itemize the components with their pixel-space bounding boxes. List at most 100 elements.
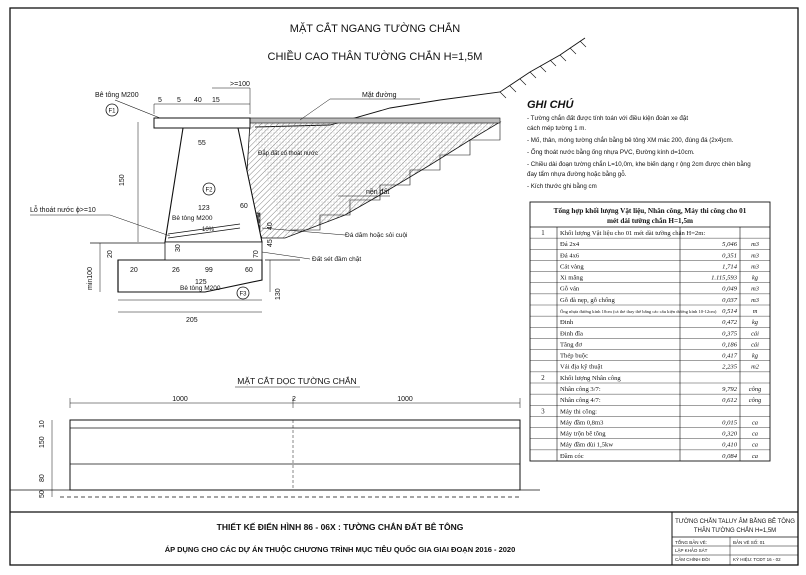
table-cell-unit: ca xyxy=(752,442,758,449)
drain-pipe xyxy=(167,227,241,239)
note-line-2: - Mố, thân, móng tường chắn bằng bê tông… xyxy=(527,137,734,144)
label-dap-dat: Đắp đất cố thoát nước xyxy=(258,150,318,157)
table-cell-name: Cát vàng xyxy=(560,263,584,270)
table-cell-value: 0,037 xyxy=(722,297,738,304)
long-dim-right: 1000 xyxy=(397,396,413,403)
table-cell-name: Máy trộn bê tông xyxy=(560,431,606,438)
long-section-title: MẶT CẮT DỌC TƯỜNG CHẮN xyxy=(237,376,356,386)
dim-20: 20 xyxy=(130,267,138,274)
table-cell-value: 0,351 xyxy=(722,252,737,259)
table-cell-value: 0,417 xyxy=(722,353,738,360)
note-line-4: - Chiều dài đoạn tường chắn L=10,0m, khe… xyxy=(527,161,751,168)
table-cell-unit: cái xyxy=(751,330,759,337)
dim-123: 123 xyxy=(198,205,210,212)
callout-f3 xyxy=(236,286,250,300)
long-dim-10: 10 xyxy=(39,420,46,428)
box-title-2: THÂN TƯỜNG CHẮN H=1,5M xyxy=(694,526,776,534)
table-cell-unit: m3 xyxy=(751,241,759,248)
dim-55: 55 xyxy=(198,140,206,147)
table-cell-name: Đinh xyxy=(560,319,574,326)
table-cell-name: Máy đầm dùi 1,5kw xyxy=(560,442,613,449)
label-be-tong-top: Bê tông M200 xyxy=(95,92,139,99)
svg-text:F2: F2 xyxy=(205,188,213,194)
table-cell-value: 1.115,593 xyxy=(711,275,738,282)
notes-block: GHI CHÚ - Tường chắn đất được tính toán … xyxy=(527,98,751,190)
dimension-lines xyxy=(99,87,271,313)
label-lo-thoat-nuoc: Lỗ thoát nước ϕ>=10 xyxy=(30,205,96,214)
dim-40: 40 xyxy=(194,97,202,104)
table-title-2: mét dài tường chắn H=1,5m xyxy=(607,217,693,225)
dim-130: 130 xyxy=(275,288,282,300)
note-line-6: - Kích thước ghi bằng cm xyxy=(527,183,597,190)
table-cell-name: Nhân công 3/7: xyxy=(560,386,601,393)
table-cell-unit: m3 xyxy=(751,263,759,270)
box-row-4: KÝ HIỆU: TCĐT 16 - 02 xyxy=(733,555,781,562)
dim-205: 205 xyxy=(186,317,198,324)
label-dat-set: Đất sét đầm chặt xyxy=(312,254,361,263)
table-cell-unit: công xyxy=(749,386,762,393)
table-cell-name: Gỗ ván xyxy=(560,286,580,293)
table-cell-unit: cái xyxy=(751,341,759,348)
table-cell-unit: m2 xyxy=(751,364,760,371)
note-line-3: - Ống thoát nước bằng ống nhựa PVC, Đườn… xyxy=(527,149,695,156)
callout-f2 xyxy=(202,182,216,196)
title-block: THIẾT KẾ ĐIỂN HÌNH 86 - 06X : TƯỜNG CHẮN… xyxy=(10,511,798,565)
table-cell-value: 9,792 xyxy=(722,386,738,393)
dim-60: 60 xyxy=(240,203,248,210)
dim-150: 150 xyxy=(119,174,126,186)
table-cell-value: 0,320 xyxy=(722,431,738,438)
cross-section-title: MẶT CẮT NGANG TƯỜNG CHẮN xyxy=(290,22,460,35)
label-da-dam: Đá dăm hoặc sỏi cuội xyxy=(345,231,408,239)
table-cell-name: Đá 2x4 xyxy=(560,241,580,248)
table-cell-name: Khối lượng Nhân công xyxy=(560,375,621,382)
dim-26: 26 xyxy=(172,267,180,274)
road-surface xyxy=(249,117,501,124)
table-cell-unit: ca xyxy=(752,431,758,438)
dim-20b: 20 xyxy=(107,250,114,258)
box-row-1: LẬP KHẢO SÁT xyxy=(675,547,708,553)
label-slope-ratio: 10% xyxy=(202,227,215,233)
dim-min100: min100 xyxy=(87,267,94,290)
box-title-1: TƯỜNG CHẮN TALUY ÂM BẰNG BÊ TÔNG xyxy=(675,517,795,525)
svg-text:F1: F1 xyxy=(108,109,116,115)
long-dim-50: 50 xyxy=(39,490,46,498)
dim-70: 70 xyxy=(253,250,260,258)
table-cell-no: 1 xyxy=(541,230,544,237)
box-row-3: BẢN VẼ SỐ: 01 xyxy=(733,539,765,545)
table-cell-name: Đinh đĩa xyxy=(560,330,583,337)
table-cell-unit: ca xyxy=(752,453,758,460)
dim-125: 125 xyxy=(195,279,207,286)
table-cell-name: Đầm cóc xyxy=(560,453,584,460)
table-cell-name: Thép buộc xyxy=(560,353,588,360)
table-cell-unit: m3 xyxy=(751,252,759,259)
table-cell-unit: m xyxy=(753,308,758,315)
table-cell-unit: công xyxy=(749,397,762,404)
table-cell-value: 5,046 xyxy=(722,241,738,248)
table-cell-unit: kg xyxy=(752,353,759,360)
table-cell-value: 2,235 xyxy=(722,364,738,371)
table-cell-name: Tăng đơ xyxy=(560,341,582,348)
dim-30: 30 xyxy=(175,244,182,252)
cross-section-subtitle: CHIỀU CAO THÂN TƯỜNG CHẮN H=1,5M xyxy=(268,50,483,63)
note-line-0: - Tường chắn đất được tính toán với điều… xyxy=(527,115,688,122)
ground-hatch xyxy=(499,40,587,99)
svg-text:F3: F3 xyxy=(239,292,247,298)
footer-line-2: ÁP DỤNG CHO CÁC DỰ ÁN THUỘC CHƯƠNG TRÌNH… xyxy=(165,544,516,554)
long-wall-body xyxy=(69,419,521,491)
table-cell-value: 0,084 xyxy=(722,453,738,460)
cross-section: MẶT CẮT NGANG TƯỜNG CHẮN CHIỀU CAO THÂN … xyxy=(30,22,587,324)
benching-steps xyxy=(290,122,501,231)
long-dim-left: 1000 xyxy=(172,396,188,403)
table-cell-name: Máy đầm 0,8m3 xyxy=(560,419,604,426)
table-cell-value: 0,472 xyxy=(722,319,738,326)
table-cell-value: 0,049 xyxy=(722,286,738,293)
label-nen-dat: nền đất xyxy=(366,187,389,196)
note-line-5: đay tẩm nhựa đường hoặc bằng gỗ. xyxy=(527,171,627,178)
table-cell-value: 0,410 xyxy=(722,442,738,449)
table-cell-value: 0,186 xyxy=(722,341,738,348)
dim-99: 99 xyxy=(205,267,213,274)
table-cell-value: 0,612 xyxy=(722,397,738,404)
long-dim-mid: 2 xyxy=(292,396,296,403)
callout-f1 xyxy=(105,103,119,117)
